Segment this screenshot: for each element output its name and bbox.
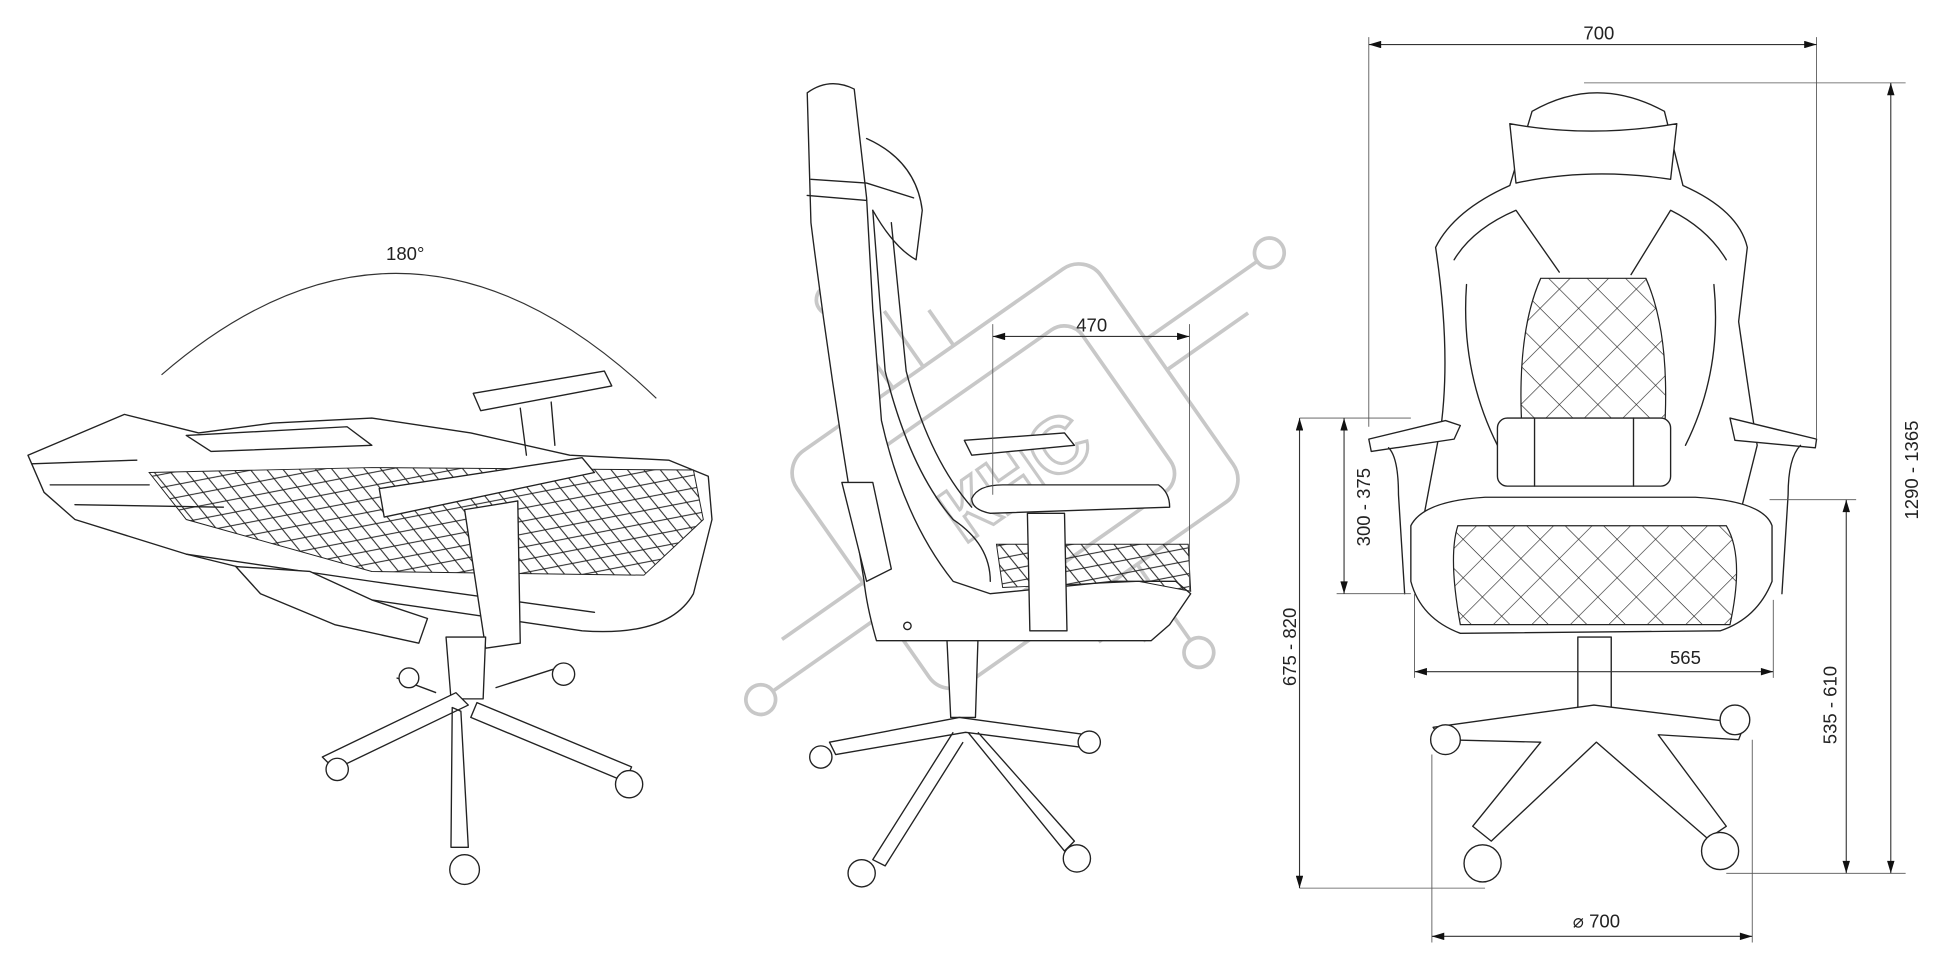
front-armrest-right xyxy=(1729,417,1818,449)
seat-height-label: 535 - 610 xyxy=(1819,666,1840,744)
reclined-armrest-front xyxy=(378,456,596,518)
side-armrest-back xyxy=(963,432,1076,456)
reclined-armrest-back xyxy=(472,370,613,412)
armrest-height-floor-label: 675 - 820 xyxy=(1279,608,1300,686)
reclined-wheels xyxy=(325,662,644,886)
front-gas-lift xyxy=(1577,636,1612,712)
front-wheels xyxy=(1429,704,1751,883)
front-headrest-pillow xyxy=(1509,123,1678,184)
side-chair-body xyxy=(806,83,1192,642)
front-view: 700 1290 - 1365 300 - 375 675 - 820 535 … xyxy=(1279,23,1922,943)
base-diameter-label: ⌀ 700 xyxy=(1573,911,1620,932)
reclined-quilt xyxy=(148,467,704,576)
recline-angle-label: 180° xyxy=(386,243,424,264)
front-star-base xyxy=(1432,704,1746,842)
side-armrest-front xyxy=(971,484,1171,515)
front-seat-quilt xyxy=(1452,525,1738,626)
front-back-quilt xyxy=(1520,277,1667,434)
front-lumbar-pillow xyxy=(1496,417,1672,487)
side-wheels xyxy=(809,730,1102,888)
overall-height-label: 1290 - 1365 xyxy=(1901,421,1922,520)
watermark-text: КНС xyxy=(923,393,1107,559)
reclined-view: 180° xyxy=(27,241,713,886)
front-dimensions: 700 1290 - 1365 300 - 375 675 - 820 535 … xyxy=(1279,23,1922,943)
side-view: 470 xyxy=(806,83,1192,888)
armrest-height-seat-label: 300 - 375 xyxy=(1353,468,1374,546)
recline-arc xyxy=(161,272,657,399)
seat-depth-label: 470 xyxy=(1076,315,1107,336)
front-armrest-left xyxy=(1368,419,1462,453)
overall-width-label: 700 xyxy=(1583,23,1614,44)
seat-width-label: 565 xyxy=(1670,647,1701,668)
